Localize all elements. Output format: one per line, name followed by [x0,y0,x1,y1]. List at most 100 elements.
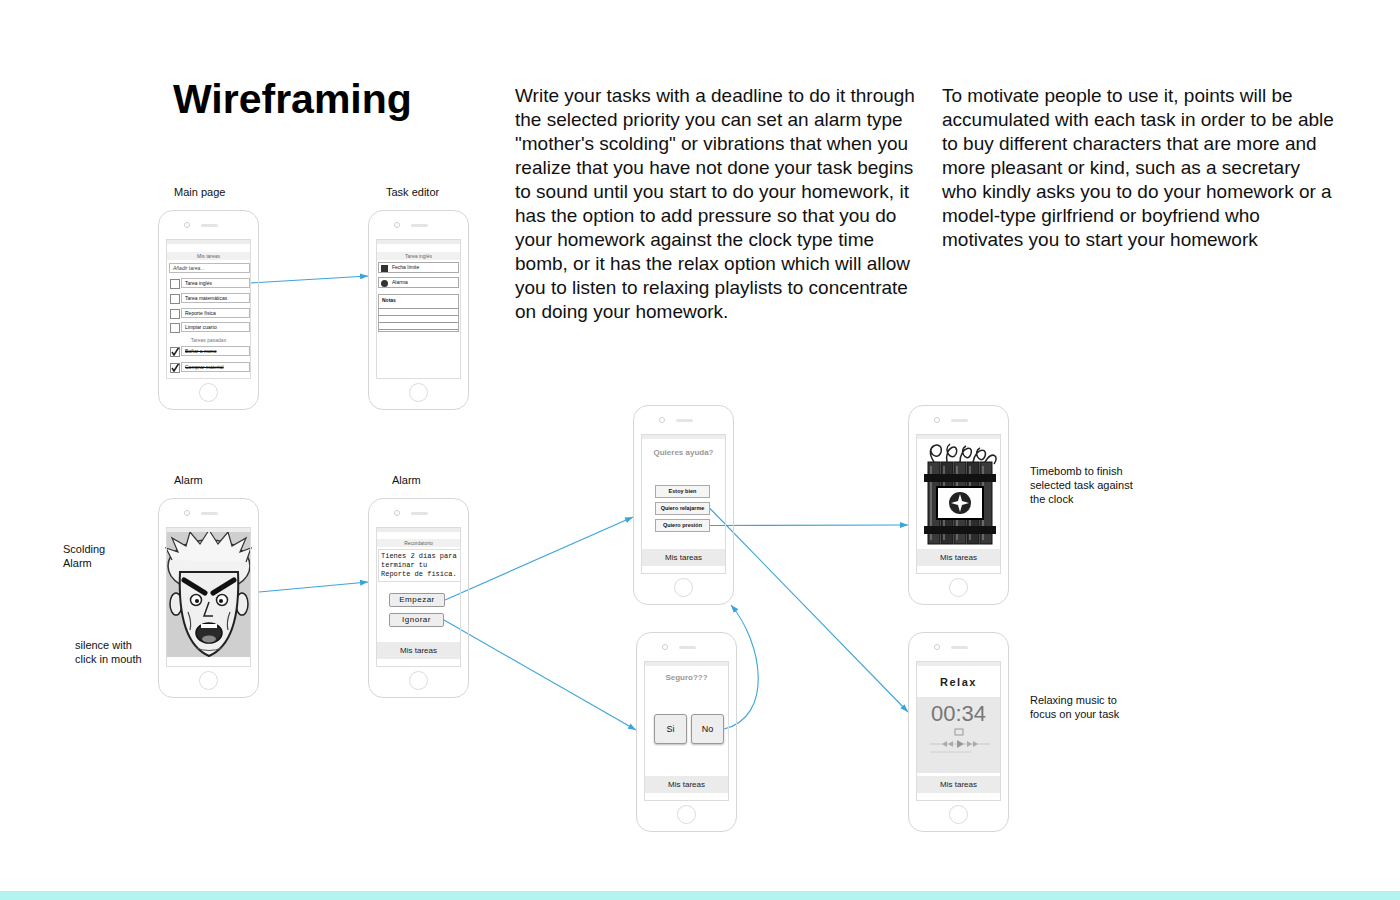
svg-part [171,364,179,372]
rect-part [924,526,996,534]
path-part [213,580,234,593]
path-part [967,741,978,747]
path-part [930,752,972,753]
foot-text: Mis tareas [642,549,725,566]
input-field: Añadir tarea... [169,263,250,273]
node-text: Si [666,724,674,734]
foot-text: Mis tareas [917,549,1000,566]
path-part [957,740,964,748]
head-text: Main page [174,186,225,198]
home-button [199,671,218,690]
checkbox [170,309,180,319]
description-text: To motivate people to use it, points wil… [942,84,1334,252]
path-part [180,572,239,656]
clock-icon [381,280,388,287]
phone-camera [659,417,665,423]
phone-speaker [201,224,218,227]
node-text: Quiero presión [663,522,702,528]
rect-part [917,697,1001,773]
node-text: No [702,724,714,734]
scolding-face [166,527,251,657]
head-text: Task editor [386,186,439,198]
stitle-text: Tarea inglés [377,252,460,260]
head-text: Alarm [392,474,421,486]
footer-band [0,891,1400,900]
annotation: Scolding Alarm [63,542,133,570]
circle-part [191,595,202,606]
node-text: Notas [382,297,396,303]
annotation: Relaxing music to focus on your task [1030,693,1130,721]
circle-part [217,595,228,606]
flow-arrow [259,582,368,592]
date-field: Fecha límite [378,262,459,273]
ellipse-part [196,623,222,643]
alarm-field: Alarma [378,277,459,288]
foot-text: Mis tareas [917,776,1000,793]
phone-speaker [411,512,428,515]
phone-screen [166,527,251,667]
phone-speaker [679,646,696,649]
home-button [949,578,968,597]
path-part [172,364,179,371]
flow-arrow [250,276,368,283]
rect-part [955,729,963,735]
checkbox [170,363,180,373]
phone-mockup: Alarm [158,498,259,698]
done-item: Comprar material [181,362,250,372]
ui-button: Empezar [389,593,445,607]
phone-mockup: AlarmRecordatorioMis tareasTienes 2 días… [368,498,469,698]
status-bar [917,662,1000,666]
phone-mockup: Relax00:34Mis tareas [908,632,1009,832]
section-label: Tareas pasadas [166,337,251,343]
checkbox [170,294,180,304]
phone-speaker [676,419,693,422]
node-text: Ignorar [402,615,431,624]
rect-part [166,527,251,657]
phone-camera [662,644,668,650]
svg-part [171,348,179,356]
circle-part [949,492,971,514]
description-text: Write your tasks with a deadline to do i… [515,84,915,324]
node-text: Añadir tarea... [173,265,204,271]
phone-mockup: Main pageMis tareasAñadir tarea...Tarea … [158,210,259,410]
phone-camera [394,222,400,228]
home-button [677,805,696,824]
ui-button: Si [654,714,687,744]
page-title: Wireframing [173,76,412,123]
path-part [960,446,971,462]
ui-button: No [691,714,724,744]
reminder-message: Tienes 2 días para terminar tu Reporte d… [378,549,461,582]
path-part [196,648,222,651]
home-button [949,805,968,824]
phone-camera [394,510,400,516]
status-bar [377,240,460,244]
foot-text: Mis tareas [377,642,460,659]
phone-mockup: Task editorTarea inglésFecha límiteAlarm… [368,210,469,410]
task-item: Limpiar cuarto [181,322,250,332]
node-text: Fecha límite [392,264,419,270]
phone-camera [184,222,190,228]
node-text: Alarma [392,279,408,285]
music-player [917,697,1001,773]
flow-arrow [710,524,908,526]
stitle-text: Recordatorio [377,539,460,547]
stitle2-text: Quieres ayuda? [642,448,725,457]
calendar-icon [381,265,388,272]
node-text: Limpiar cuarto [185,324,217,330]
flow-arrow [710,509,908,713]
circle-part [195,599,199,603]
status-bar [167,528,250,532]
node-text: Bañar a mono [185,348,216,354]
rect-part [924,474,996,482]
flow-arrow [445,517,633,600]
circle-part [219,599,223,603]
foot-text: Mis tareas [645,776,728,793]
ui-button: Estoy bien [655,485,710,498]
path-part [973,448,985,462]
status-bar [642,435,725,439]
flow-arrow [724,605,758,729]
path-part [204,602,213,616]
rect-part [937,487,983,519]
task-item: Tarea matemáticas [181,293,250,303]
node-text: Quiero relajarme [661,505,705,511]
